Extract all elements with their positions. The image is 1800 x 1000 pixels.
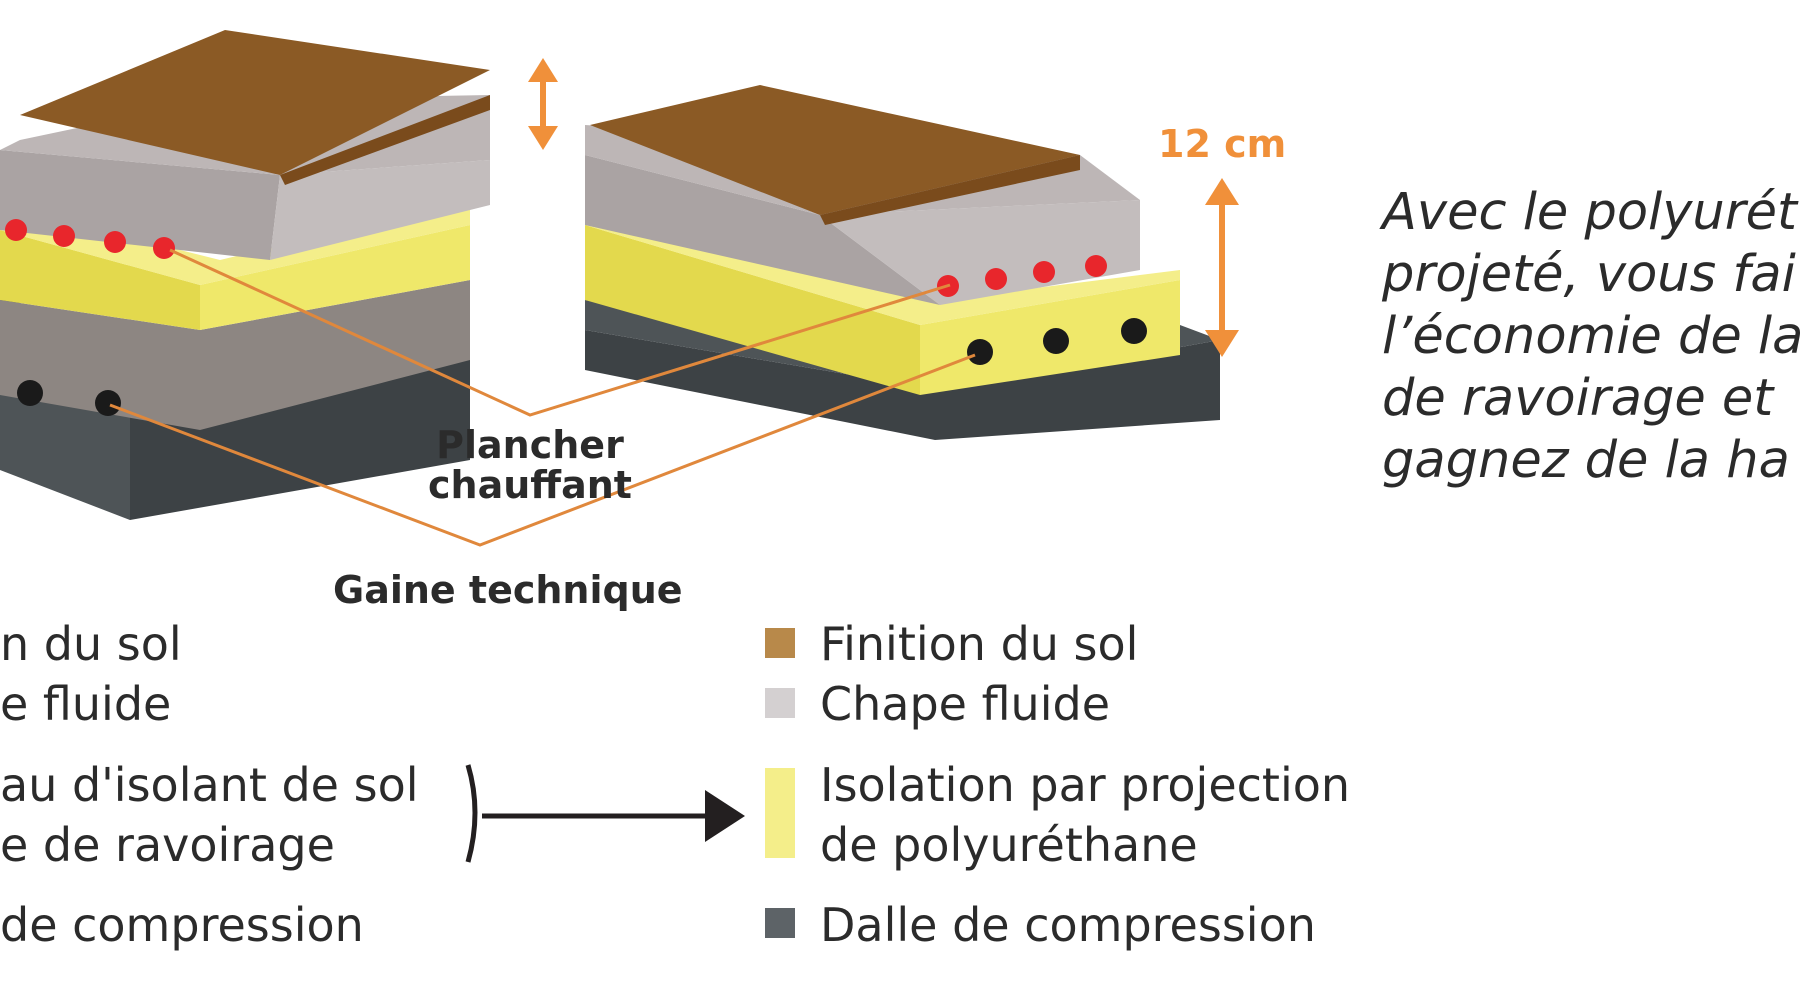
left-heating-dot-2	[104, 231, 126, 253]
left-heating-dot-3	[153, 237, 175, 259]
gaine-technique-label: Gaine technique	[333, 568, 683, 612]
right-duct-dot-2	[1121, 318, 1147, 344]
right-duct-dot-0	[967, 339, 993, 365]
left-duct-dots	[17, 380, 121, 416]
legend-left-item-3: e de ravoirage	[0, 818, 335, 872]
left-heating-dot-1	[53, 225, 75, 247]
legend-bracket-arrow	[465, 764, 745, 863]
left-ravoirage-side	[0, 280, 470, 430]
right-heating-dots	[937, 255, 1107, 297]
dimension-label: 12 cm	[1158, 122, 1287, 166]
height-arrow-12cm	[1205, 178, 1239, 357]
legend-left-item-1: e fluide	[0, 677, 172, 731]
legend-left-item-0: n du sol	[0, 617, 182, 671]
side-text-line-1: projeté, vous fai	[1382, 245, 1796, 304]
left-insulation-side	[200, 225, 470, 330]
left-heating-dot-0	[5, 219, 27, 241]
legend-left-item-2: au d'isolant de sol	[0, 758, 419, 812]
left-finish-top	[20, 30, 490, 175]
side-text-line-3: de ravoirage et	[1382, 369, 1774, 428]
left-heating-dots	[5, 219, 175, 259]
left-duct-dot-1	[95, 390, 121, 416]
legend-swatch-finition	[765, 628, 795, 658]
legend-right-chape: Chape fluide	[820, 677, 1110, 731]
right-heating-dot-3	[1085, 255, 1107, 277]
left-chape-side	[270, 160, 490, 260]
right-chape-side	[820, 200, 1140, 305]
side-text-line-0: Avec le polyurét	[1382, 183, 1798, 242]
height-arrow-small	[528, 58, 558, 150]
legend-swatch-dalle	[765, 908, 795, 938]
callout-lines	[109, 248, 976, 547]
left-insulation-front	[0, 230, 200, 330]
right-duct-dot-1	[1043, 328, 1069, 354]
right-heating-dot-1	[985, 268, 1007, 290]
plancher-label-line1: Plancher	[436, 423, 624, 467]
side-text-line-4: gagnez de la ha	[1382, 431, 1790, 490]
plancher-line	[169, 248, 951, 417]
left-floor-block	[0, 30, 490, 520]
left-finish-side	[280, 95, 490, 185]
legend-left-item-4: de compression	[0, 898, 364, 952]
plancher-chauffant-label: Plancher chauffant	[420, 425, 640, 505]
right-insulation-front	[585, 225, 920, 395]
right-finish-top	[590, 85, 1080, 215]
legend-right-finition: Finition du sol	[820, 617, 1139, 671]
right-heating-dot-2	[1033, 261, 1055, 283]
plancher-label-line2: chauffant	[428, 463, 632, 507]
side-text-line-2: l’économie de la	[1382, 307, 1800, 366]
left-insulation-top	[0, 200, 470, 285]
right-chape-front	[585, 155, 940, 305]
legend-swatch-isolation	[765, 768, 795, 858]
right-insulation-top	[585, 210, 1180, 325]
right-duct-dots	[967, 318, 1147, 365]
left-duct-dot-0	[17, 380, 43, 406]
legend-right-isolation-line1: Isolation par projection	[820, 758, 1351, 812]
right-finish-side	[820, 155, 1080, 225]
legend-right-dalle: Dalle de compression	[820, 898, 1316, 952]
right-floor-block	[585, 85, 1220, 440]
legend-right-isolation-line2: de polyuréthane	[820, 818, 1198, 872]
legend-swatch-chape	[765, 688, 795, 718]
gaine-line	[109, 353, 976, 547]
